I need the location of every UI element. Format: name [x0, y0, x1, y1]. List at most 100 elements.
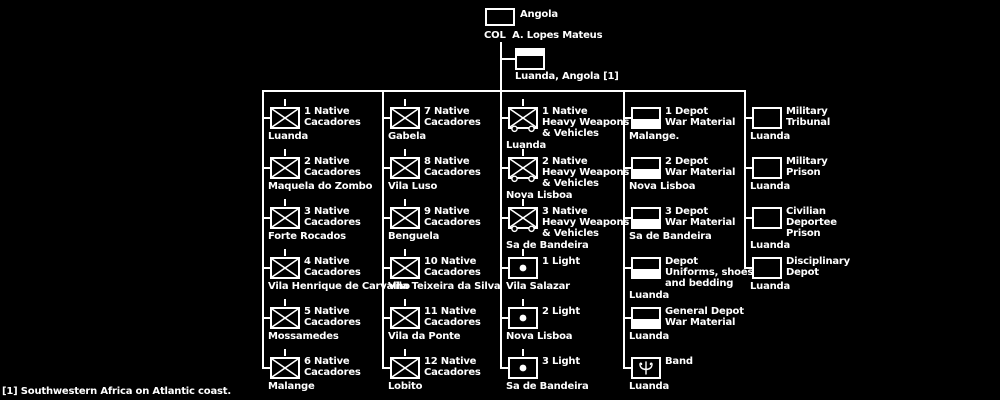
unit-symbol-infantry [390, 207, 420, 229]
footnote: [1] Southwestern Africa on Atlantic coas… [2, 386, 231, 397]
unit-size-tick [522, 149, 524, 156]
unit-location: Maquela do Zombo [268, 181, 373, 192]
unit-stub-line [744, 217, 752, 219]
unit-location: Luanda [750, 240, 791, 251]
unit-size-tick [522, 299, 524, 306]
unit-location: Sa de Bandeira [629, 231, 712, 242]
infantry-crossed-lines-icon [391, 258, 419, 278]
infantry-crossed-lines-icon [391, 108, 419, 128]
unit-title: 2 Native Heavy Weapons & Vehicles [542, 156, 630, 189]
unit-size-tick [522, 249, 524, 256]
unit-size-tick [284, 149, 286, 156]
unit-location: Mossamedes [268, 331, 339, 342]
unit-size-tick [284, 199, 286, 206]
unit-location: Luanda [629, 381, 670, 392]
depot-fill-bar [633, 219, 659, 227]
artillery-dot-icon [519, 264, 527, 272]
infantry-crossed-lines-icon [391, 208, 419, 228]
unit-stub-line [500, 167, 508, 169]
unit-title: 10 Native Cacadores [424, 256, 481, 278]
unit-stub-line [500, 217, 508, 219]
unit-size-tick [404, 349, 406, 356]
depot-fill-bar [633, 319, 659, 327]
unit-size-tick [522, 199, 524, 206]
artillery-dot-icon [519, 314, 527, 322]
unit-title: 9 Native Cacadores [424, 206, 481, 228]
unit-stub-line [500, 117, 508, 119]
unit-title: 11 Native Cacadores [424, 306, 481, 328]
unit-location: Vila da Ponte [388, 331, 461, 342]
unit-title: 12 Native Cacadores [424, 356, 481, 378]
unit-stub-line [623, 317, 631, 319]
unit-size-tick [404, 99, 406, 106]
column-line [500, 90, 502, 369]
unit-stub-line [262, 267, 270, 269]
root-unit-box [485, 8, 515, 26]
infantry-crossed-lines-icon [271, 358, 299, 378]
unit-location: Luanda [629, 331, 670, 342]
unit-location: Luanda [750, 131, 791, 142]
unit-symbol-infantry [270, 257, 300, 279]
unit-symbol-infantry [390, 107, 420, 129]
unit-location: Nova Lisboa [506, 190, 573, 201]
unit-symbol-plain [752, 157, 782, 179]
unit-symbol-artillery [508, 257, 538, 279]
unit-stub-line [623, 367, 631, 369]
artillery-dot-icon [519, 364, 527, 372]
unit-stub-line [744, 267, 752, 269]
infantry-crossed-lines-icon [271, 258, 299, 278]
hq-unit-box [515, 48, 545, 70]
unit-title: Depot Uniforms, shoes, and bedding [665, 256, 757, 289]
unit-symbol-plain [752, 107, 782, 129]
unit-stub-line [382, 217, 390, 219]
top-branch-line [262, 90, 746, 92]
unit-title: 6 Native Cacadores [304, 356, 361, 378]
unit-symbol-depot [631, 307, 661, 329]
unit-size-tick [284, 299, 286, 306]
unit-stub-line [262, 117, 270, 119]
unit-location: Luanda [506, 140, 547, 151]
unit-symbol-infantry [270, 357, 300, 379]
unit-symbol-infantry [390, 157, 420, 179]
infantry-crossed-lines-icon [271, 208, 299, 228]
unit-title: General Depot War Material [665, 306, 744, 328]
unit-title: 1 Light [542, 256, 580, 267]
infantry-crossed-lines-icon [271, 308, 299, 328]
unit-stub-line [623, 267, 631, 269]
unit-location: Vila Henrique de Carvalho [268, 281, 410, 292]
unit-symbol-infantry [270, 157, 300, 179]
hq-fill-bar [517, 50, 543, 56]
hq-stub-line [500, 58, 515, 60]
unit-symbol-depot [631, 157, 661, 179]
unit-title: 1 Depot War Material [665, 106, 736, 128]
unit-size-tick [284, 99, 286, 106]
unit-size-tick [404, 249, 406, 256]
unit-location: Sa de Bandeira [506, 240, 589, 251]
infantry-crossed-lines-icon [391, 358, 419, 378]
unit-location: Benguela [388, 231, 440, 242]
unit-title: 7 Native Cacadores [424, 106, 481, 128]
unit-title: 3 Depot War Material [665, 206, 736, 228]
unit-title: Military Tribunal [786, 106, 831, 128]
trunk-line [500, 42, 502, 90]
unit-symbol-depot [631, 207, 661, 229]
unit-title: 3 Native Heavy Weapons & Vehicles [542, 206, 630, 239]
unit-title: Disciplinary Depot [786, 256, 850, 278]
unit-title: 3 Native Cacadores [304, 206, 361, 228]
unit-location: Forte Rocados [268, 231, 346, 242]
unit-stub-line [744, 167, 752, 169]
unit-location: Vila Salazar [506, 281, 570, 292]
unit-location: Gabela [388, 131, 426, 142]
unit-size-tick [522, 349, 524, 356]
unit-location: Vila Teixeira da Silva [388, 281, 501, 292]
unit-stub-line [500, 267, 508, 269]
unit-stub-line [623, 217, 631, 219]
root-commander-label: COL A. Lopes Mateus [484, 30, 603, 41]
band-lyre-icon [639, 361, 653, 375]
unit-location: Nova Lisboa [506, 331, 573, 342]
unit-stub-line [500, 367, 508, 369]
unit-title: Military Prison [786, 156, 828, 178]
unit-size-tick [404, 199, 406, 206]
infantry-crossed-lines-icon [391, 158, 419, 178]
